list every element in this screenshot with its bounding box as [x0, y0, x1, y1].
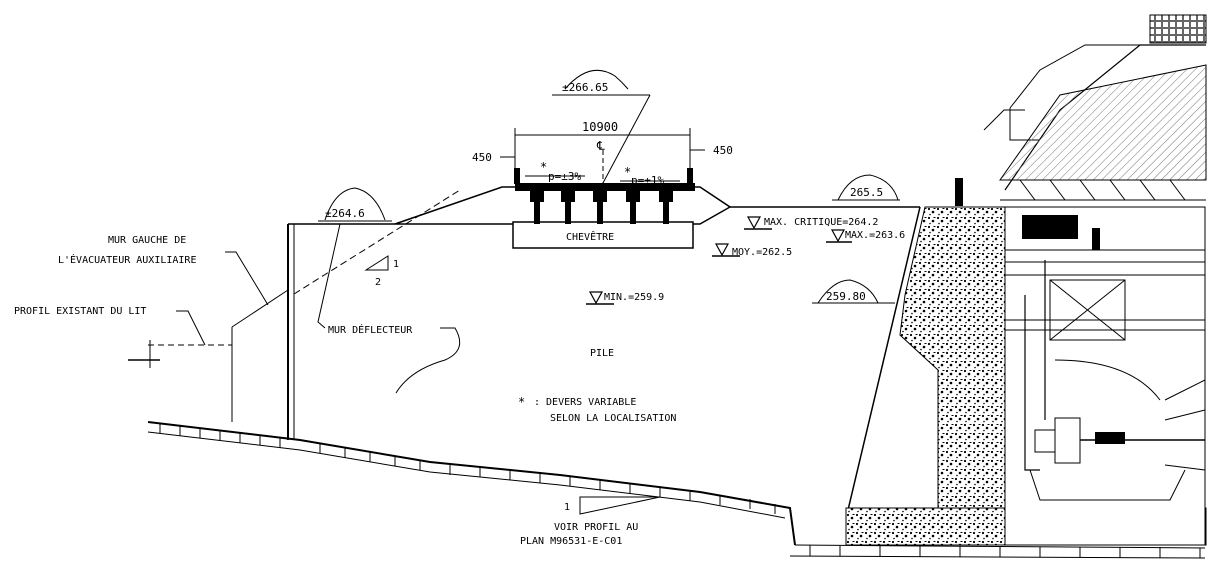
deck-elevation: ±266.65	[562, 81, 608, 94]
left-edge-dim: 450	[472, 151, 492, 164]
slope-run: 2	[375, 277, 381, 288]
elevation-markers	[318, 174, 900, 304]
water-levels	[586, 216, 852, 305]
slope-left: p=±3%	[548, 170, 581, 183]
pier-label: PILE	[590, 348, 614, 359]
left-walls	[128, 189, 461, 440]
centerline-symbol: ℄	[596, 139, 605, 153]
level-max-critical: MAX. CRITIQUE=264.2	[764, 217, 878, 228]
slope-right: p=±1%	[631, 174, 664, 187]
powerhouse	[955, 14, 1207, 546]
profile-label: PROFIL EXISTANT DU LIT	[14, 306, 146, 317]
deck-width: 10900	[582, 120, 618, 134]
wall-elevation: ±264.6	[325, 207, 365, 220]
elevation-right-top: 265.5	[850, 186, 883, 199]
note-star: *	[518, 395, 525, 409]
note-variable-line1: : DEVERS VARIABLE	[534, 397, 636, 408]
elevation-right-mid: 259.80	[826, 290, 866, 303]
labels: ±266.65 10900 450 450 ℄ * * p=±3% p=±1% …	[14, 81, 905, 547]
note-variable-line2: SELON LA LOCALISATION	[550, 413, 676, 424]
deflector-label: MUR DÉFLECTEUR	[328, 323, 413, 336]
see-profile-line1: VOIR PROFIL AU	[554, 522, 638, 533]
level-min: MIN.=259.9	[604, 292, 664, 303]
cap-beam	[512, 221, 694, 249]
slope-rise: 1	[393, 259, 399, 270]
wall-label-line1: MUR GAUCHE DE	[108, 235, 186, 246]
see-profile-line2: PLAN M96531-E-C01	[520, 536, 622, 547]
level-avg: MOY.=262.5	[732, 247, 792, 258]
level-max: MAX.=263.6	[845, 230, 905, 241]
cap-beam-label: CHEVÊTRE	[566, 230, 614, 243]
bottom-slope-number: 1	[564, 502, 570, 513]
star-left: *	[540, 160, 547, 174]
wall-label-line2: L'ÉVACUATEUR AUXILIAIRE	[58, 253, 196, 266]
bridge-deck	[394, 69, 732, 249]
star-right: *	[624, 165, 631, 179]
right-edge-dim: 450	[713, 144, 733, 157]
leaders	[176, 223, 661, 515]
